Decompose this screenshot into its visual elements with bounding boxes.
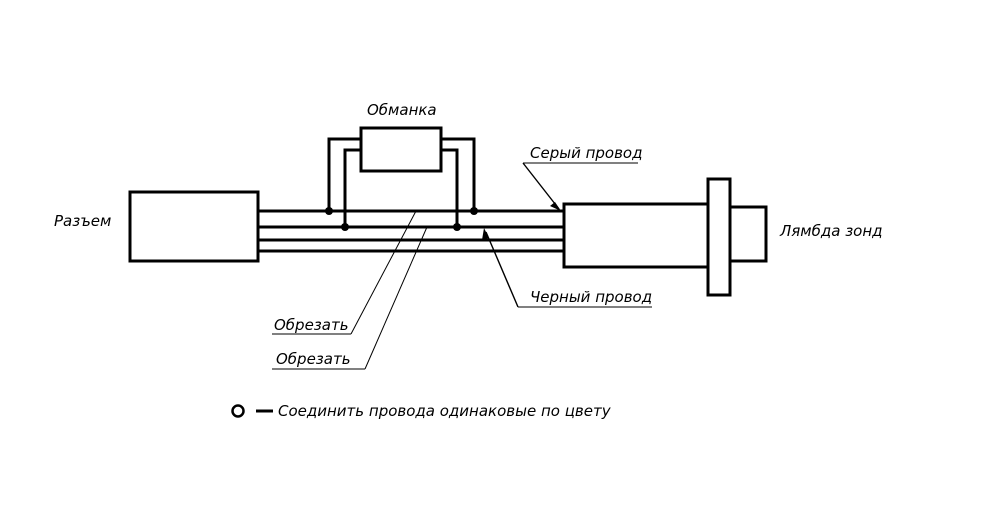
decoy-lead-outer-right xyxy=(441,137,476,211)
probe-tip xyxy=(728,205,768,263)
arrow-head xyxy=(550,202,561,211)
legend: Соединить провода одинаковые по цвету xyxy=(231,402,612,420)
connector-block xyxy=(128,190,260,263)
decoy-lead-inner-left xyxy=(343,148,361,227)
junction-dot xyxy=(470,207,478,215)
gray-wire-label: Серый провод xyxy=(530,144,642,162)
decoy-label: Обманка xyxy=(367,101,437,119)
cut-label-1: Обрезать xyxy=(274,316,349,334)
decoy-lead-outer-left xyxy=(327,137,361,211)
gray-wire-leader xyxy=(522,162,638,211)
decoy-block xyxy=(359,126,443,173)
decoy-leads xyxy=(327,137,476,227)
legend-text: Соединить провода одинаковые по цвету xyxy=(278,402,612,420)
junction-dot xyxy=(325,207,333,215)
probe-flange xyxy=(706,177,732,297)
decoy-lead-inner-right xyxy=(441,148,459,227)
harness-wires xyxy=(258,209,564,253)
probe-body xyxy=(562,202,710,269)
cut-label-2: Обрезать xyxy=(276,350,351,368)
legend-circle-icon xyxy=(231,404,245,418)
junction-dot xyxy=(341,223,349,231)
cut-leaders xyxy=(272,210,428,370)
junction-dots xyxy=(325,207,478,231)
lambda-probe xyxy=(562,177,768,297)
black-wire-leader xyxy=(482,228,652,308)
lambda-probe-label: Лямбда зонд xyxy=(779,222,883,240)
arrow-head xyxy=(482,228,489,240)
black-wire-label: Черный провод xyxy=(530,288,652,306)
connector-label: Разъем xyxy=(54,212,111,230)
junction-dot xyxy=(453,223,461,231)
